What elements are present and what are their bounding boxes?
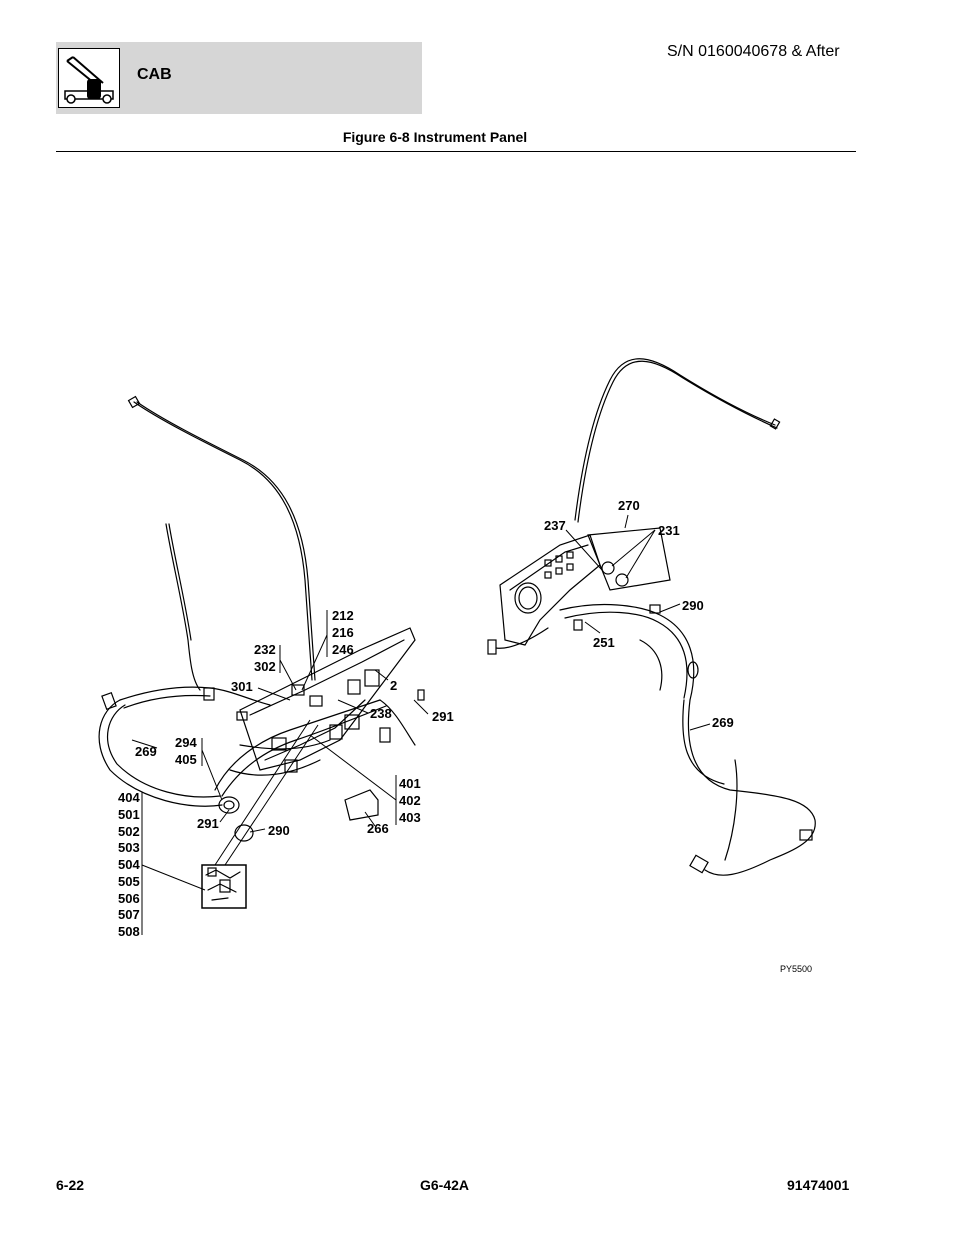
callout-237: 237 xyxy=(544,518,566,533)
callout-251: 251 xyxy=(593,635,615,650)
callout-269-right: 269 xyxy=(712,715,734,730)
document-number: 91474001 xyxy=(787,1177,850,1193)
callout-503: 503 xyxy=(118,840,140,855)
callout-231: 231 xyxy=(658,523,680,538)
callout-508: 508 xyxy=(118,924,140,939)
callout-301: 301 xyxy=(231,679,253,694)
model-number: G6-42A xyxy=(420,1177,470,1193)
callout-402: 402 xyxy=(399,793,421,808)
callout-302: 302 xyxy=(254,659,276,674)
callout-405: 405 xyxy=(175,752,197,767)
callout-270: 270 xyxy=(618,498,640,513)
machine-cab-icon xyxy=(58,48,120,108)
callout-401: 401 xyxy=(399,776,421,791)
serial-range: S/N 0160040678 & After xyxy=(667,43,840,60)
callout-404: 404 xyxy=(118,790,140,805)
callout-505: 505 xyxy=(118,874,140,889)
callout-291-lower: 291 xyxy=(197,816,219,831)
callout-403: 403 xyxy=(399,810,421,825)
callout-290-right: 290 xyxy=(682,598,704,613)
header-rule xyxy=(56,151,856,152)
callout-294: 294 xyxy=(175,735,197,750)
callout-269-left: 269 xyxy=(135,744,157,759)
callout-504: 504 xyxy=(118,857,140,872)
callout-212: 212 xyxy=(332,608,354,623)
callout-507: 507 xyxy=(118,907,140,922)
callout-2: 2 xyxy=(390,678,397,693)
callout-506: 506 xyxy=(118,891,140,906)
callout-216: 216 xyxy=(332,625,354,640)
callout-501: 501 xyxy=(118,807,140,822)
callout-290-left: 290 xyxy=(268,823,290,838)
callout-266: 266 xyxy=(367,821,389,836)
callout-238: 238 xyxy=(370,706,392,721)
callout-246: 246 xyxy=(332,642,354,657)
section-title: CAB xyxy=(137,66,172,83)
drawing-code: PY5500 xyxy=(780,964,812,974)
figure-title: Figure 6-8 Instrument Panel xyxy=(342,129,528,145)
callout-232: 232 xyxy=(254,642,276,657)
callout-502: 502 xyxy=(118,824,140,839)
callout-291-upper: 291 xyxy=(432,709,454,724)
page-number: 6-22 xyxy=(56,1177,85,1193)
